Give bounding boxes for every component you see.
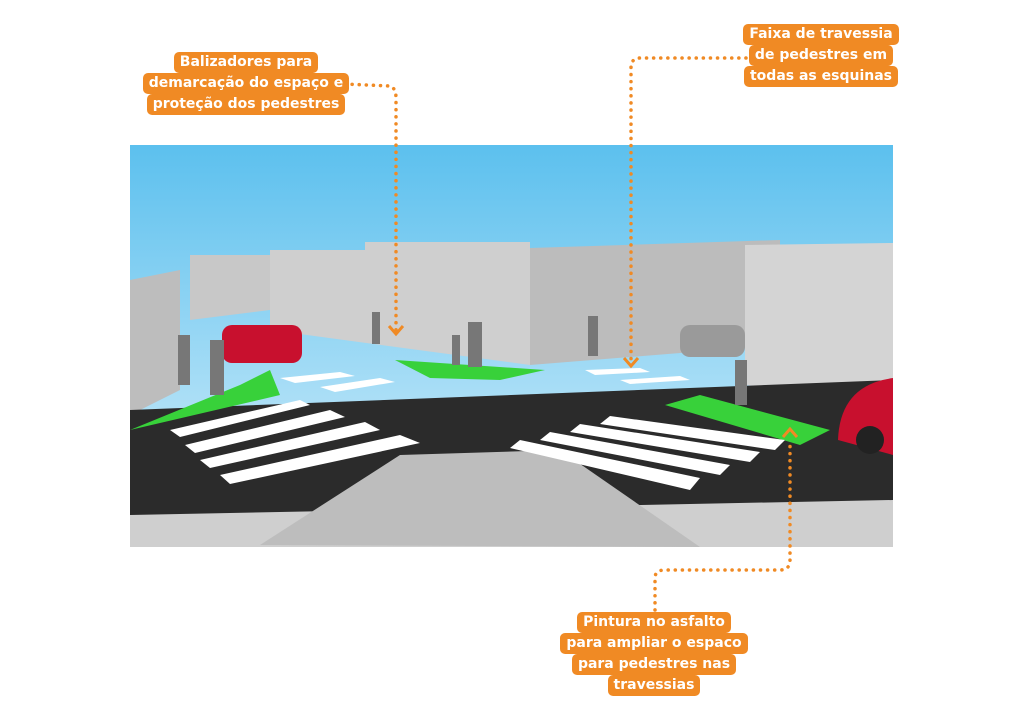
callout-balizadores: Balizadores para demarcação do espaço e … — [140, 52, 352, 115]
callout-line: demarcação do espaço e — [142, 73, 350, 94]
leader-line-pintura — [653, 438, 792, 612]
callout-line: Faixa de travessia — [743, 24, 899, 45]
callout-pintura-asfalto: Pintura no asfalto para ampliar o espaco… — [556, 612, 752, 696]
callout-line: todas as esquinas — [743, 66, 898, 87]
car-gray-right — [680, 325, 745, 357]
callout-line: de pedestres em — [748, 45, 894, 66]
crosswalk-right — [510, 416, 785, 490]
callout-line: Balizadores para — [173, 52, 319, 73]
callout-line: proteção dos pedestres — [146, 94, 346, 115]
scene-image — [130, 145, 893, 547]
leader-line-balizadores — [343, 82, 398, 332]
leader-lines — [343, 56, 792, 612]
arrow-down-icon — [387, 325, 405, 337]
leader-line-faixa — [629, 56, 748, 362]
arrow-icons — [387, 325, 799, 438]
callout-line: Pintura no asfalto — [577, 612, 731, 633]
callout-line: travessias — [607, 675, 701, 696]
crosswalk-left — [170, 400, 420, 484]
pedestrians — [178, 312, 747, 405]
callout-line: para pedestres nas — [571, 654, 737, 675]
callout-faixa-travessia: Faixa de travessia de pedestres em todas… — [740, 24, 902, 87]
crosswalk-top — [280, 368, 690, 392]
arrow-up-icon — [781, 426, 799, 438]
callout-line: para ampliar o espaco — [560, 633, 748, 654]
arrow-down-icon — [622, 357, 640, 369]
car-red-left — [222, 325, 302, 363]
